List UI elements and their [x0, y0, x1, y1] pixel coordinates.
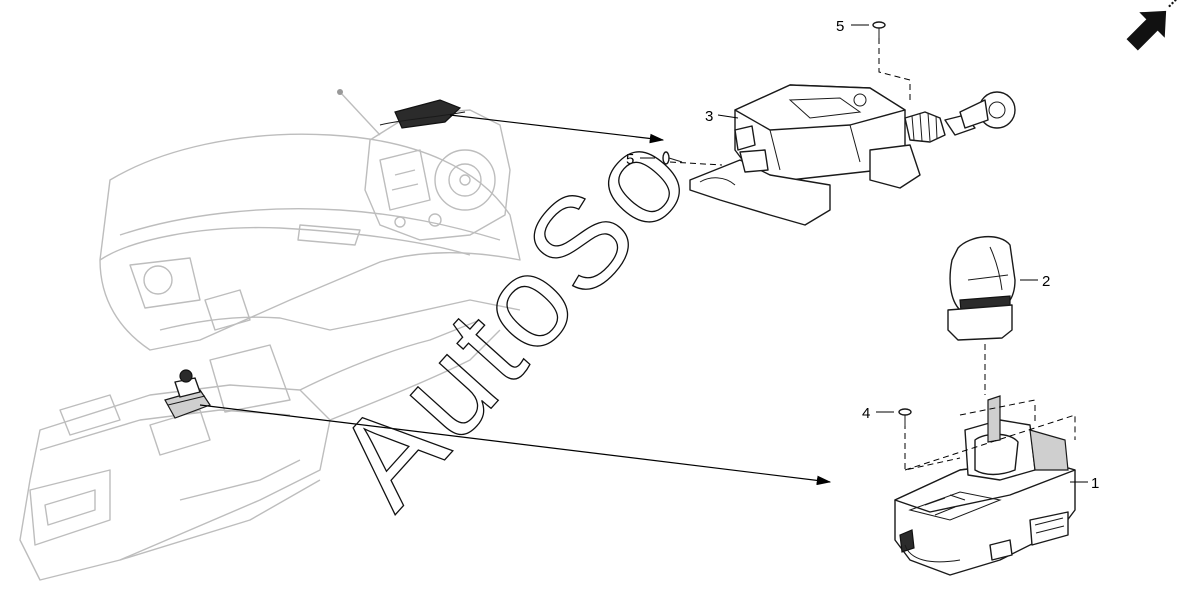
callout-5-top: 5 — [836, 18, 844, 35]
callout-2: 2 — [1042, 273, 1050, 290]
shift-knob-part-2 — [947, 235, 1016, 341]
leader-lines — [640, 24, 1088, 483]
callout-1: 1 — [1091, 475, 1099, 492]
shift-actuator-part-3 — [689, 84, 1016, 226]
console-shifter-thumbnail — [164, 369, 211, 419]
watermark-text: AutoSo — [307, 101, 717, 533]
callout-4: 4 — [862, 405, 870, 422]
transmission-to-actuator-arrow — [449, 114, 665, 144]
callout-5-side: 5 — [626, 151, 634, 168]
bolt-5-side — [662, 151, 683, 165]
console-to-shifter-arrow — [199, 404, 832, 486]
callout-labels: 5 5 3 2 4 1 — [626, 18, 1099, 492]
front-arrow-icon — [1126, 0, 1177, 51]
bolt-5-top — [872, 21, 886, 38]
callout-3: 3 — [705, 108, 713, 125]
bolt-4 — [898, 408, 912, 426]
assembly-guide-lines — [669, 38, 1076, 471]
shifter-base-part-1 — [894, 395, 1076, 576]
fasteners — [662, 21, 912, 426]
relationship-arrows — [199, 114, 832, 486]
transmission-ghost — [337, 89, 511, 241]
